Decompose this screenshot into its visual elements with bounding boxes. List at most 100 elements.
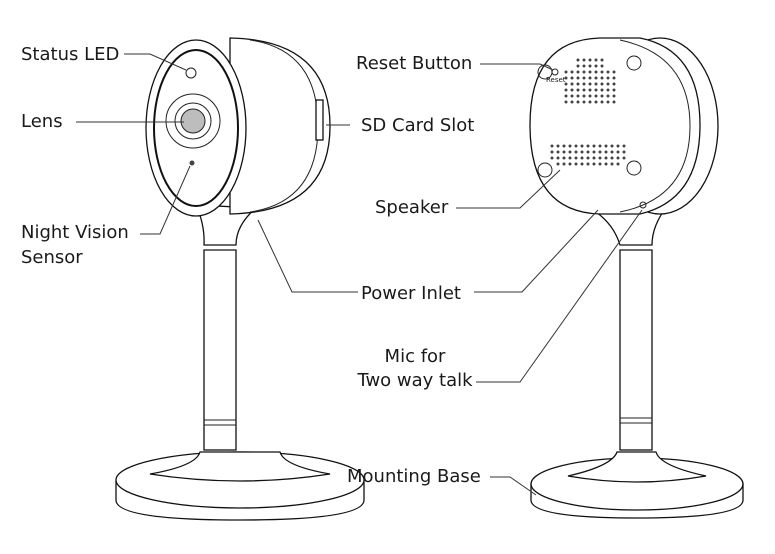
speaker-hole — [604, 150, 608, 154]
speaker-hole — [562, 144, 566, 148]
speaker-hole — [594, 70, 598, 74]
speaker-hole — [574, 162, 578, 166]
speaker-hole — [570, 94, 574, 98]
speaker-hole — [606, 82, 610, 86]
speaker-hole — [574, 150, 578, 154]
speaker-hole — [588, 100, 592, 104]
speaker-hole — [612, 82, 616, 86]
leader-lines — [76, 53, 643, 496]
speaker-hole — [568, 162, 572, 166]
speaker-hole — [570, 88, 574, 92]
speaker-hole — [582, 76, 586, 80]
speaker-hole — [550, 144, 554, 148]
speaker-hole — [594, 58, 598, 62]
speaker-hole — [606, 70, 610, 74]
speaker-hole — [582, 100, 586, 104]
speaker-hole — [556, 156, 560, 160]
speaker-hole — [562, 150, 566, 154]
speaker-hole — [622, 150, 626, 154]
speaker-hole — [600, 94, 604, 98]
leader-mounting — [490, 476, 537, 496]
speaker-hole — [586, 156, 590, 160]
speaker-hole — [582, 88, 586, 92]
label-power-inlet: Power Inlet — [361, 283, 461, 304]
leader-reset — [480, 63, 554, 71]
speaker-hole — [612, 76, 616, 80]
speaker-hole — [580, 150, 584, 154]
speaker-grille-top — [564, 58, 616, 104]
speaker-hole — [588, 64, 592, 68]
speaker-hole — [550, 156, 554, 160]
speaker-hole — [622, 156, 626, 160]
speaker-hole — [582, 64, 586, 68]
speaker-hole — [574, 144, 578, 148]
leader-power-back — [474, 209, 599, 293]
speaker-hole — [594, 100, 598, 104]
speaker-hole — [582, 94, 586, 98]
speaker-hole — [588, 82, 592, 86]
speaker-hole — [582, 58, 586, 62]
speaker-hole — [580, 144, 584, 148]
label-reset-tiny: Reset — [546, 76, 566, 84]
speaker-hole — [612, 70, 616, 74]
speaker-hole — [610, 156, 614, 160]
front-sd-card-slot — [315, 99, 324, 141]
speaker-hole — [564, 94, 568, 98]
speaker-hole — [576, 82, 580, 86]
leader-night-vision — [140, 165, 191, 235]
speaker-hole — [600, 100, 604, 104]
label-lens: Lens — [21, 111, 63, 132]
speaker-hole — [562, 156, 566, 160]
speaker-hole — [556, 162, 560, 166]
speaker-hole — [550, 150, 554, 154]
speaker-hole — [588, 88, 592, 92]
speaker-hole — [576, 64, 580, 68]
speaker-hole — [576, 88, 580, 92]
speaker-hole — [592, 162, 596, 166]
speaker-hole — [600, 88, 604, 92]
speaker-hole — [568, 156, 572, 160]
speaker-hole — [576, 94, 580, 98]
speaker-hole — [612, 94, 616, 98]
speaker-hole — [586, 162, 590, 166]
speaker-hole — [594, 76, 598, 80]
back-mic — [639, 201, 647, 209]
speaker-hole — [610, 144, 614, 148]
back-reset-button — [551, 68, 559, 76]
speaker-hole — [588, 58, 592, 62]
leader-status-led — [124, 53, 187, 71]
label-reset-button: Reset Button — [356, 53, 473, 74]
speaker-hole — [592, 144, 596, 148]
speaker-hole — [562, 162, 566, 166]
speaker-hole — [582, 70, 586, 74]
speaker-hole — [556, 150, 560, 154]
speaker-hole — [606, 88, 610, 92]
speaker-hole — [612, 100, 616, 104]
speaker-hole — [564, 82, 568, 86]
speaker-hole — [598, 144, 602, 148]
speaker-hole — [600, 82, 604, 86]
speaker-hole — [594, 94, 598, 98]
speaker-hole — [604, 144, 608, 148]
speaker-hole — [606, 76, 610, 80]
speaker-hole — [616, 162, 620, 166]
speaker-hole — [604, 156, 608, 160]
speaker-hole — [594, 88, 598, 92]
speaker-hole — [576, 58, 580, 62]
speaker-hole — [586, 150, 590, 154]
front-stand — [203, 249, 237, 451]
label-mic-line2: Two way talk — [357, 370, 473, 391]
speaker-hole — [568, 150, 572, 154]
front-lens — [180, 108, 206, 134]
speaker-hole — [592, 150, 596, 154]
speaker-hole — [570, 76, 574, 80]
label-status-led: Status LED — [21, 44, 120, 65]
speaker-hole — [616, 150, 620, 154]
speaker-grille-bottom — [550, 144, 626, 166]
label-night-vision-line2: Sensor — [21, 247, 83, 268]
leader-speaker — [456, 169, 561, 209]
speaker-hole — [576, 76, 580, 80]
label-speaker: Speaker — [375, 197, 449, 218]
